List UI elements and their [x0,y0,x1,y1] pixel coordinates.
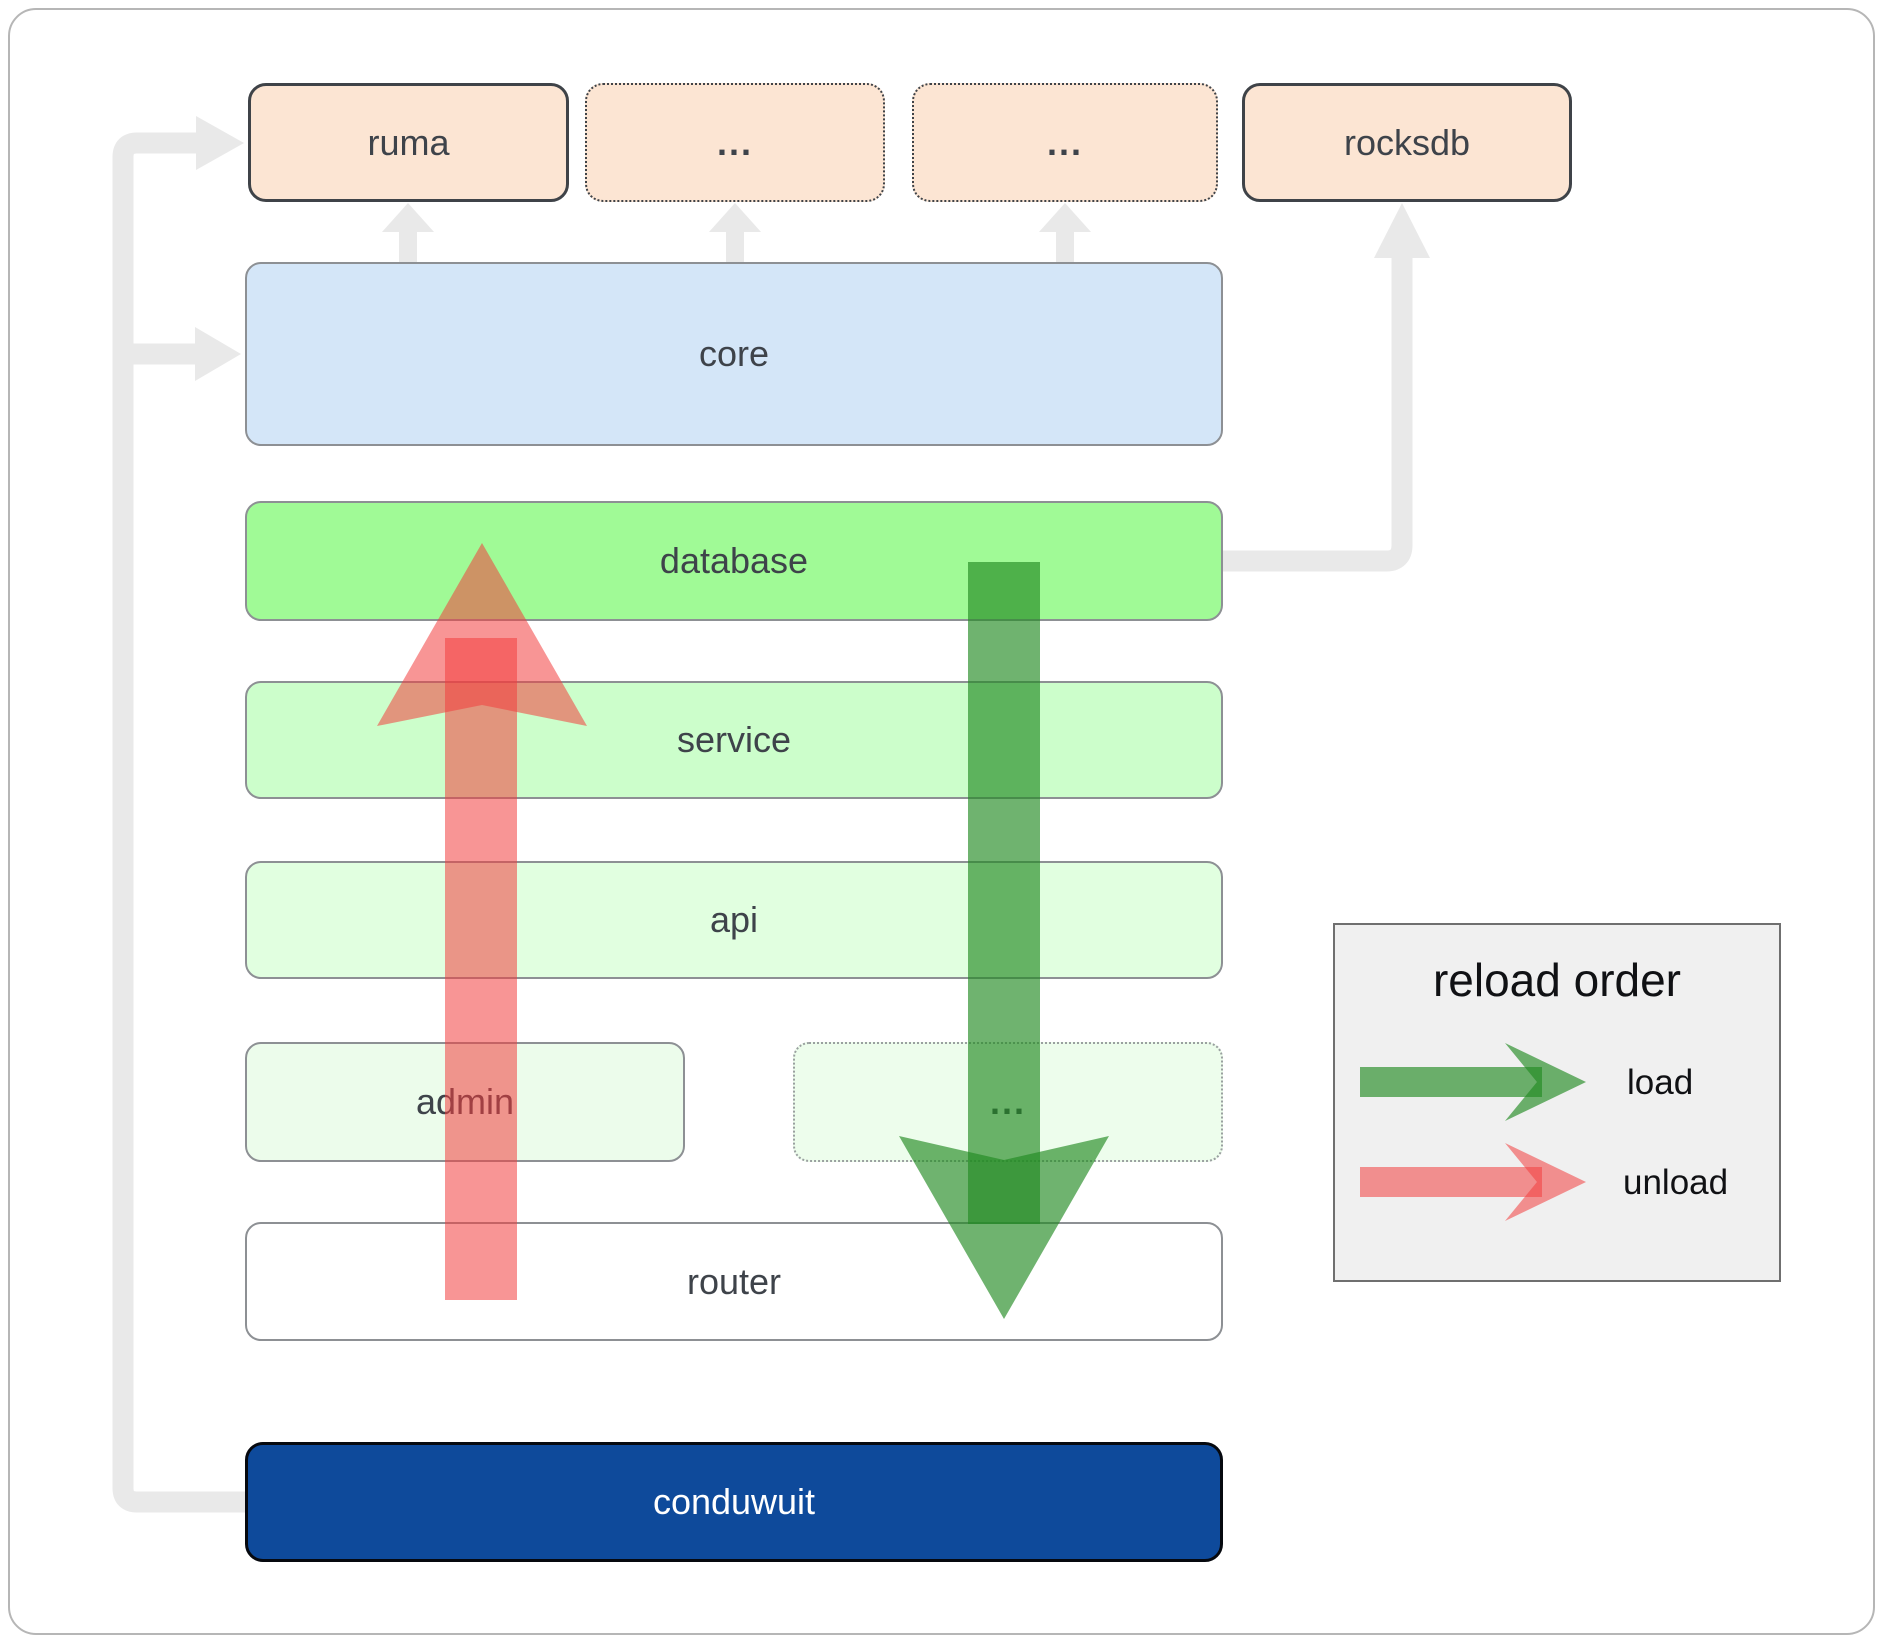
box-external-crate-1: ... [585,83,885,202]
box-database: database [245,501,1223,621]
box-ruma: ruma [248,83,569,202]
box-database-label: database [659,540,809,581]
box-admin-label: admin [415,1081,515,1122]
legend-unload-label: unload [1623,1163,1729,1202]
box-service-modules-label: ... [989,1081,1026,1122]
box-router: router [245,1222,1223,1341]
box-rocksdb-label: rocksdb [1343,121,1471,163]
box-conduwuit-label: conduwuit [652,1481,816,1522]
box-router-label: router [686,1260,782,1302]
box-rocksdb: rocksdb [1242,83,1572,202]
legend-title: reload order [1432,954,1682,1006]
box-external-crate-2: ... [912,83,1218,202]
box-service-modules: ... [793,1042,1223,1162]
legend-load-label: load [1627,1063,1694,1102]
box-admin: admin [245,1042,685,1162]
legend-panel: reload order load unload [1333,923,1781,1282]
box-api-label: api [709,899,759,940]
box-external-crate-2-label: ... [1046,121,1083,163]
box-service: service [245,681,1223,799]
box-conduwuit: conduwuit [245,1442,1223,1562]
outer-frame [8,8,1875,1635]
box-core-label: core [698,333,770,374]
box-service-label: service [676,719,792,760]
box-api: api [245,861,1223,979]
box-ruma-label: ruma [367,121,450,163]
box-core: core [245,262,1223,446]
box-external-crate-1-label: ... [716,121,753,163]
